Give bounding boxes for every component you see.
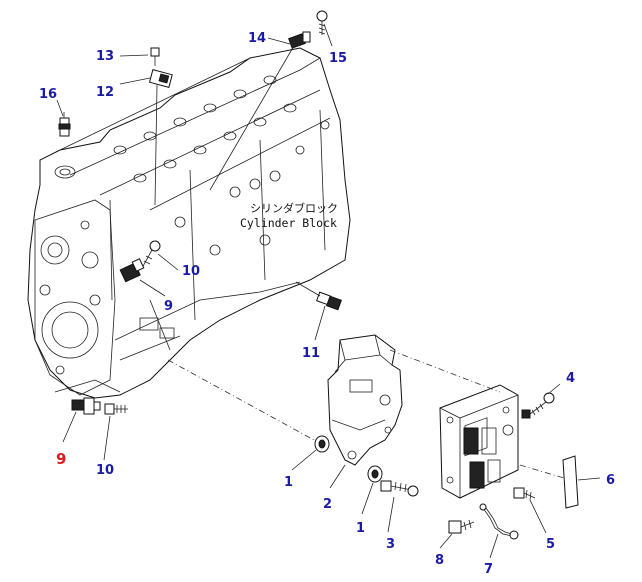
- assembly-centerlines: [167, 349, 565, 479]
- callout-13: 13: [96, 49, 114, 64]
- part-16-sensor[interactable]: [58, 112, 71, 137]
- callout-16: 16: [39, 87, 57, 102]
- callout-10-upper: 10: [182, 264, 200, 279]
- callout-15: 15: [329, 51, 347, 66]
- callout-10-lower: 10: [96, 463, 114, 478]
- head-bolt-bosses: [113, 75, 297, 183]
- callouts: 16 13 12 14 15 10 9 11 4 6 9 10 1 2 1 3 …: [39, 31, 615, 577]
- part-11-sensor[interactable]: [295, 281, 342, 311]
- callout-9-upper: 9: [164, 299, 173, 314]
- callout-1-right: 1: [356, 521, 365, 536]
- callout-5: 5: [546, 537, 555, 552]
- part-2-bracket[interactable]: [327, 334, 403, 466]
- part-13-bolt[interactable]: [150, 47, 160, 66]
- part-8-bolt[interactable]: [448, 519, 475, 534]
- part-15-bolt[interactable]: [316, 10, 328, 35]
- oil-filler-port: [54, 165, 76, 179]
- callout-4: 4: [566, 371, 575, 386]
- part-1-washer-b[interactable]: [367, 465, 383, 483]
- part-12-connector[interactable]: [148, 69, 173, 206]
- part-9-sensor-upper[interactable]: [119, 258, 145, 283]
- front-gear-housing: [34, 199, 116, 396]
- cylinder-block-drawing: [27, 47, 351, 399]
- callout-8: 8: [435, 553, 444, 568]
- callout-7: 7: [484, 562, 493, 577]
- part-14-sensor[interactable]: [209, 31, 311, 191]
- leader-lines: [56, 23, 601, 559]
- part-1-washer-a[interactable]: [314, 435, 330, 453]
- callout-2: 2: [323, 497, 332, 512]
- callout-11: 11: [302, 346, 320, 361]
- side-bosses: [174, 120, 330, 256]
- part-4-bolt[interactable]: [521, 392, 555, 419]
- part-5-bolt[interactable]: [513, 487, 536, 501]
- block-label-jp: シリンダブロック: [250, 201, 338, 215]
- ecu-controller[interactable]: [439, 384, 519, 499]
- callout-3: 3: [386, 537, 395, 552]
- callout-9-lower: 9: [56, 450, 66, 468]
- callout-12: 12: [96, 85, 114, 100]
- part-7-ground-strap[interactable]: [479, 503, 519, 540]
- callout-6: 6: [606, 473, 615, 488]
- callout-1-left: 1: [284, 475, 293, 490]
- part-3-bolt[interactable]: [380, 480, 419, 497]
- block-label-en: Cylinder Block: [240, 216, 337, 230]
- part-9-sensor-lower[interactable]: [71, 397, 101, 415]
- callout-14: 14: [248, 31, 266, 46]
- part-6-label-plate[interactable]: [562, 455, 579, 509]
- part-10-bolt-upper[interactable]: [141, 240, 161, 269]
- part-10-bolt-lower[interactable]: [104, 403, 128, 415]
